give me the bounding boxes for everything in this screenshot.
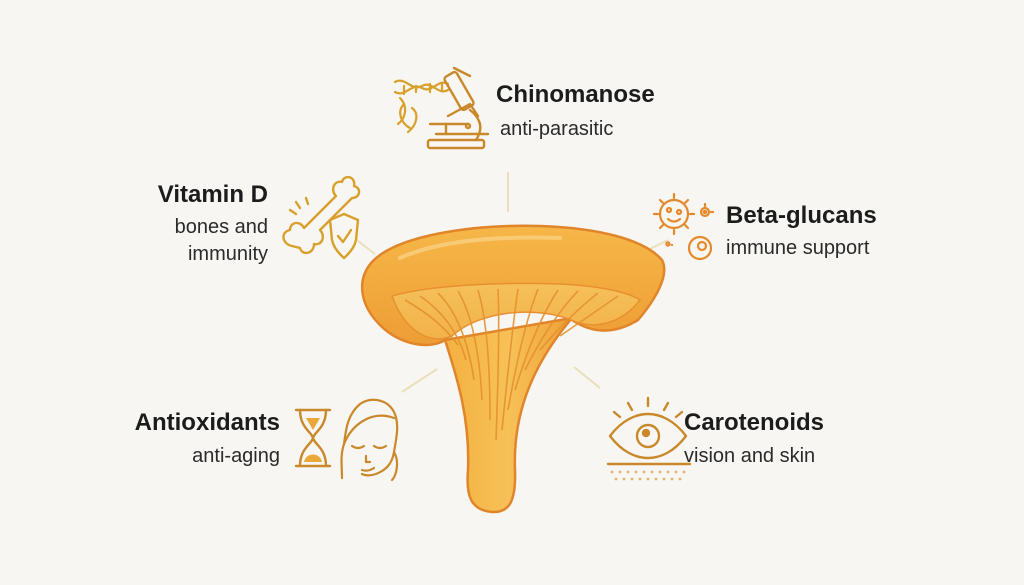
label-beta-glucans: Beta-glucans immune support — [726, 201, 877, 262]
label-vitamin-d: Vitamin D bones and immunity — [158, 180, 268, 268]
label-antioxidants: Antioxidants anti-aging — [135, 408, 280, 470]
subtitle-beta-glucans: immune support — [726, 237, 870, 259]
subtitle-vitamin-d-line2: immunity — [187, 243, 268, 265]
subtitle-vitamin-d-line1: bones and — [174, 216, 268, 238]
shield-check-icon — [288, 196, 360, 260]
subtitle-antioxidants: anti-aging — [192, 445, 280, 467]
mushroom-stem — [443, 316, 576, 514]
title-beta-glucans: Beta-glucans — [726, 202, 877, 229]
face-icon — [340, 398, 399, 482]
bone-icon — [282, 175, 361, 255]
microscope-icon — [426, 66, 490, 150]
dotted-skin-texture — [610, 470, 686, 481]
label-carotenoids: Carotenoids vision and skin — [684, 408, 824, 470]
title-carotenoids: Carotenoids — [684, 409, 825, 436]
connector-left-bottom — [401, 368, 438, 393]
label-chinomanose: Chinomanose — [496, 80, 655, 110]
title-vitamin-d: Vitamin D — [157, 181, 268, 208]
subtitle-carotenoids: vision and skin — [684, 445, 816, 467]
chanterelle-mushroom — [360, 224, 666, 514]
subtitle-chinomanose: anti-parasitic — [500, 118, 614, 140]
subtitle-chinomanose-box: anti-parasitic — [500, 116, 613, 143]
title-chinomanose: Chinomanose — [496, 81, 655, 108]
connector-right-top — [649, 239, 669, 250]
microbe-icon — [652, 192, 715, 261]
connector-lines — [357, 172, 669, 393]
connector-left-top — [357, 240, 376, 255]
title-antioxidants: Antioxidants — [134, 409, 280, 436]
eye-icon — [606, 396, 692, 466]
hourglass-icon — [294, 408, 332, 468]
connector-right-bottom — [573, 366, 601, 389]
dna-icon — [393, 79, 450, 134]
